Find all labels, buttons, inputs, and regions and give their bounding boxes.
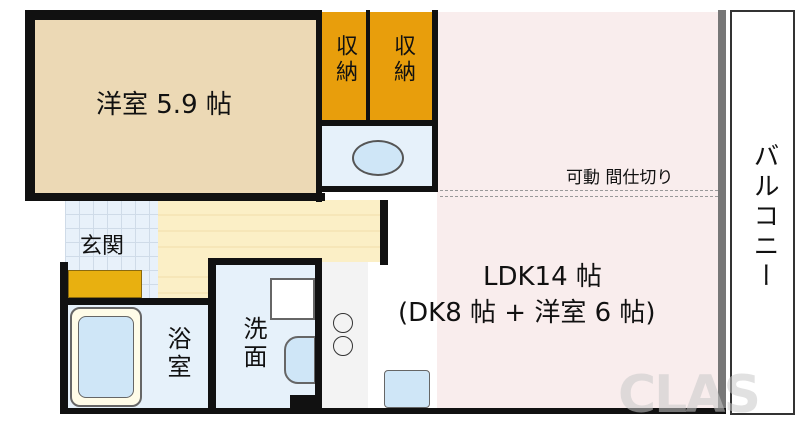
hallway — [158, 200, 380, 262]
bathtub-inner — [78, 316, 134, 398]
bathroom-label: 浴室 — [163, 326, 191, 382]
sink-icon — [284, 336, 316, 384]
closet-2 — [370, 12, 432, 122]
ldk-detail-label: (DK8 帖 + 洋室 6 帖) — [398, 298, 656, 328]
western-room — [35, 18, 318, 193]
balcony — [730, 10, 795, 415]
washroom-label: 洗面 — [239, 316, 267, 372]
entrance-label: 玄関 — [80, 234, 125, 259]
shoe-cabinet — [68, 270, 142, 298]
ldk-label: LDK14 帖 — [483, 262, 602, 292]
partition-label: 可動 間仕切り — [566, 168, 674, 188]
closet-1 — [322, 12, 366, 122]
closet-2-label: 収納 — [390, 34, 415, 86]
stove-icon — [333, 336, 353, 356]
western-room-label: 洋室 5.9 帖 — [96, 90, 232, 120]
watermark: CLAS — [618, 365, 761, 421]
balcony-label: バルコニー — [749, 142, 779, 292]
toilet-icon — [352, 140, 404, 176]
kitchen-sink-icon — [384, 370, 430, 408]
movable-partition-line — [440, 190, 718, 197]
stove-icon — [333, 313, 353, 333]
closet-1-label: 収納 — [332, 34, 357, 86]
hallway-lower — [158, 262, 210, 298]
ldk-room — [437, 12, 722, 410]
washing-machine-icon — [270, 278, 315, 320]
